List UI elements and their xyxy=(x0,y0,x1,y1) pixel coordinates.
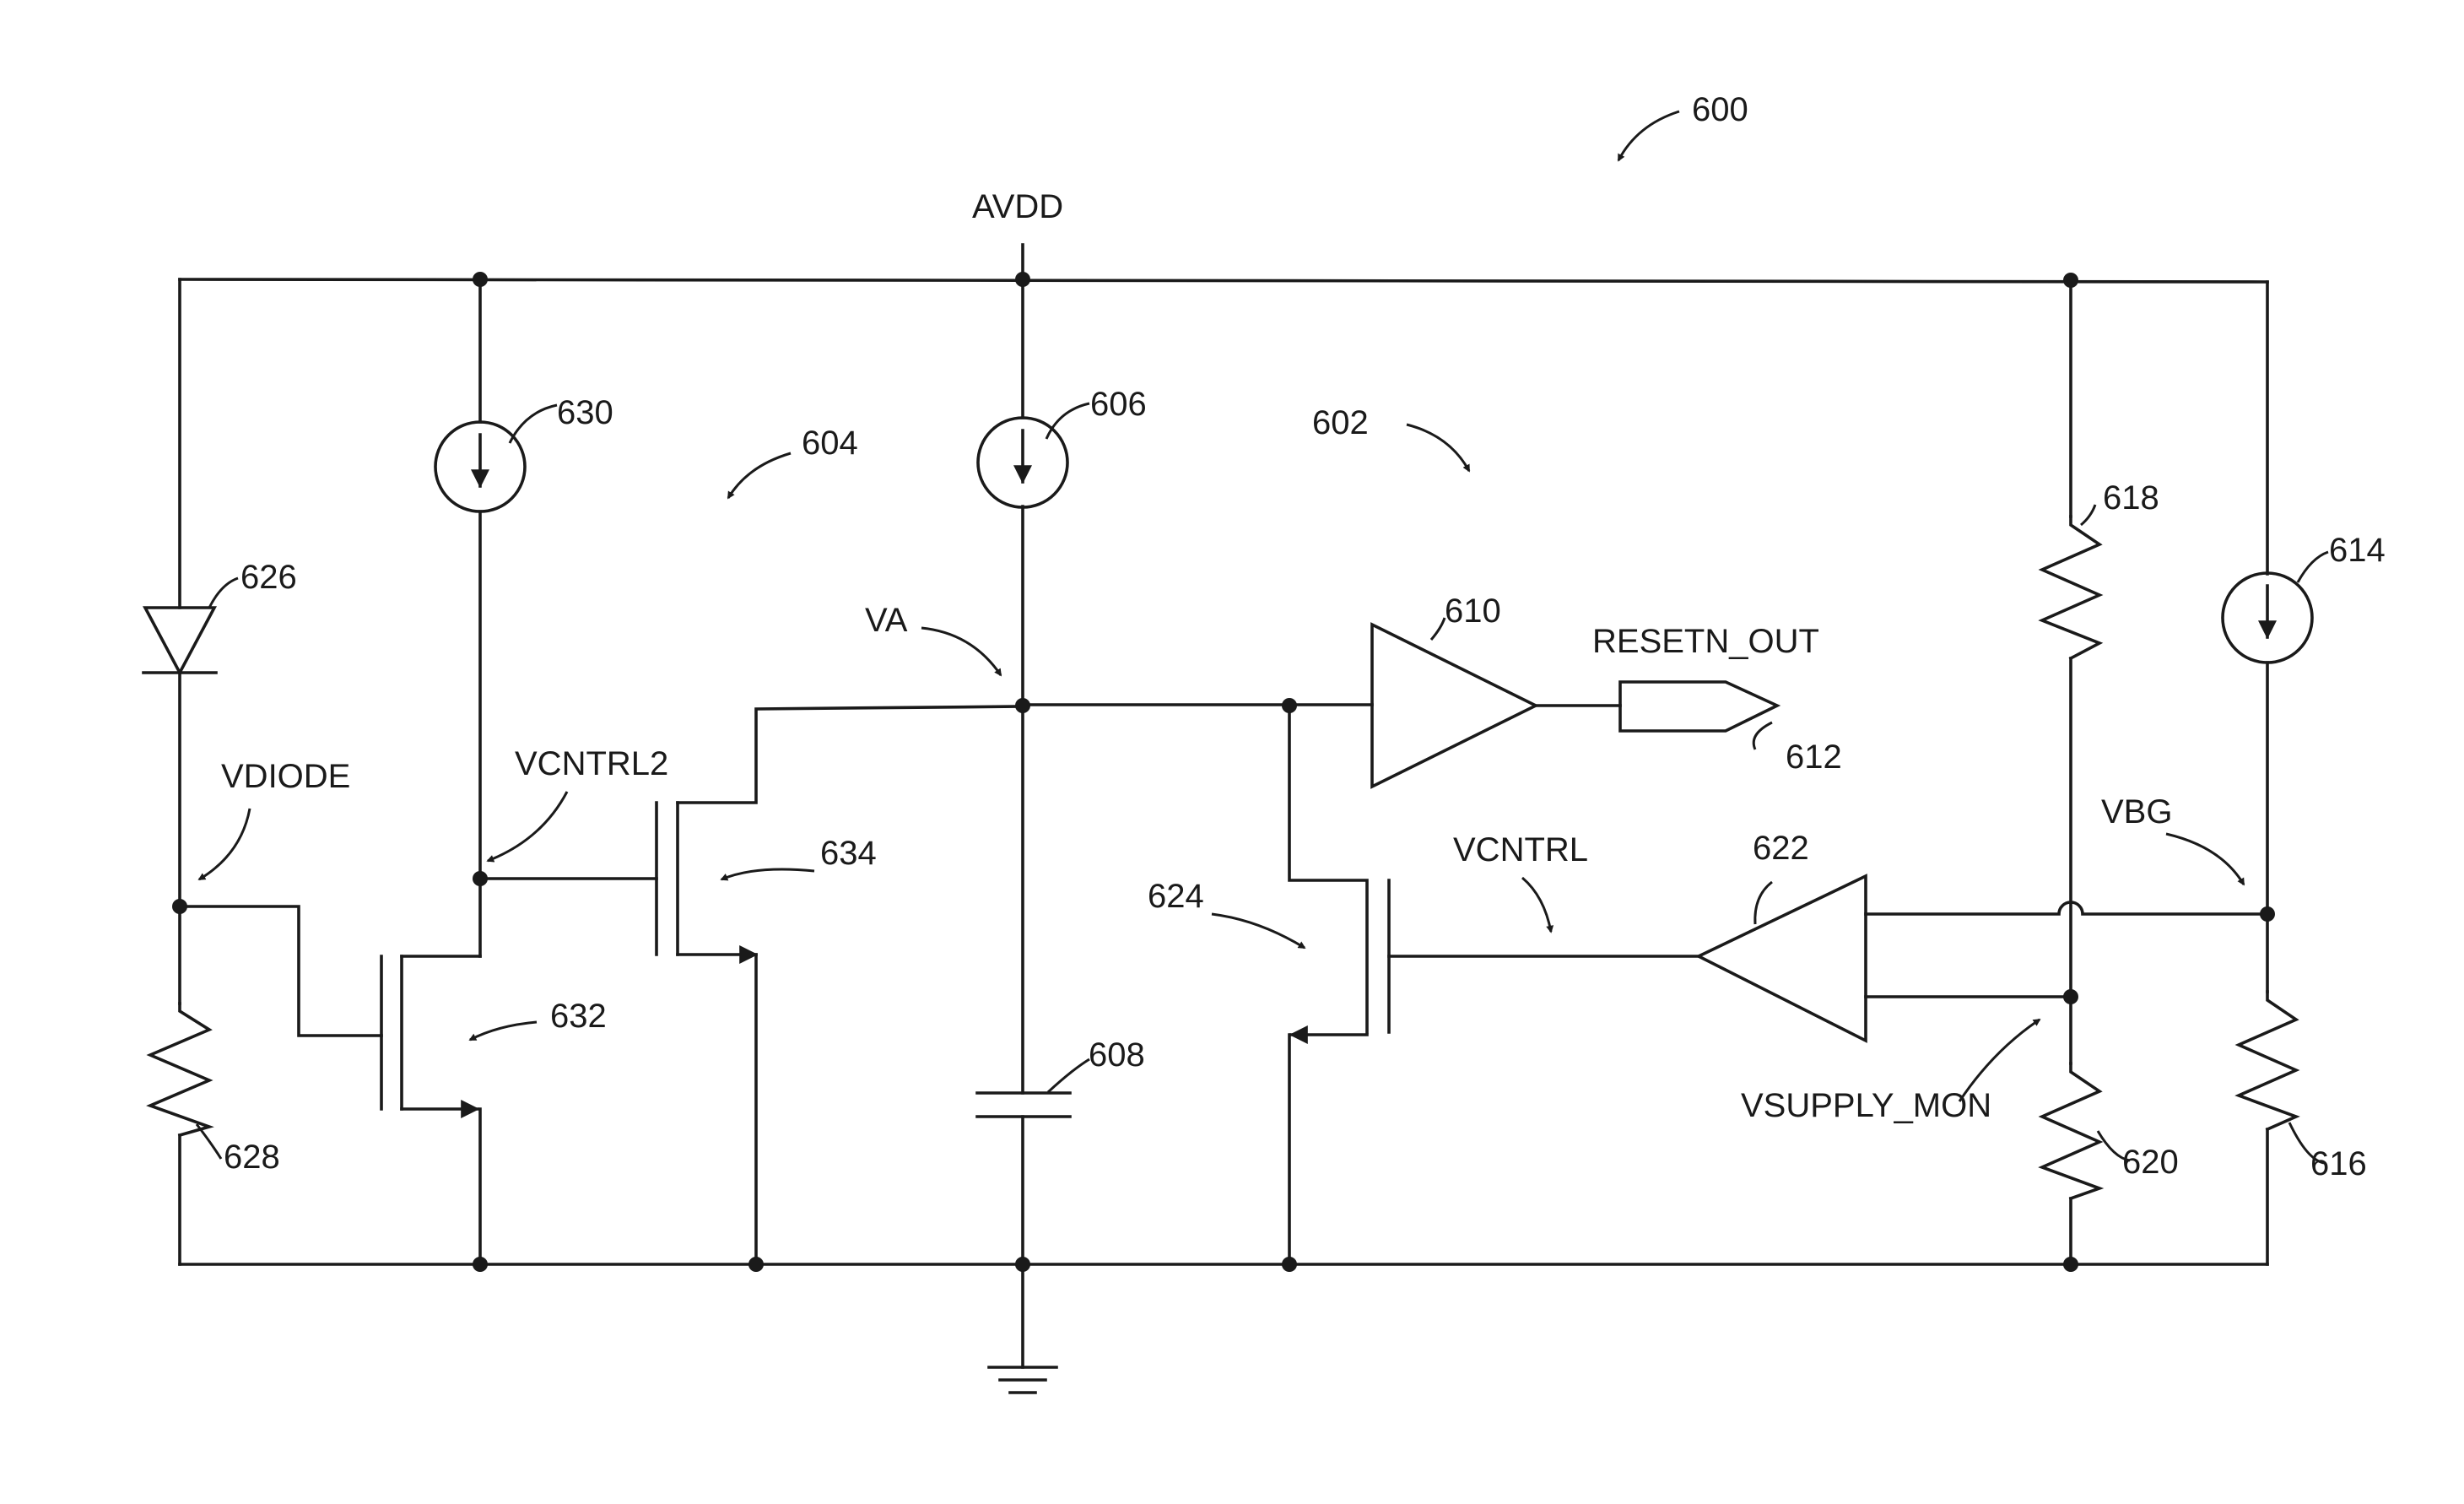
label-616: 616 xyxy=(2310,1145,2367,1182)
label-630: 630 xyxy=(557,394,613,431)
current-source-630 xyxy=(435,422,525,511)
current-source-606 xyxy=(978,418,1067,507)
resistor-628 xyxy=(150,1004,209,1135)
label-610: 610 xyxy=(1445,592,1501,630)
label-614: 614 xyxy=(2329,532,2386,569)
transistor-624 xyxy=(1289,706,1699,1264)
label-vcntrl: VCNTRL xyxy=(1453,831,1588,868)
current-source-614 xyxy=(2223,573,2312,663)
label-620: 620 xyxy=(2122,1144,2179,1181)
label-618: 618 xyxy=(2103,479,2159,517)
label-612: 612 xyxy=(1786,738,1842,776)
label-vdiode: VDIODE xyxy=(221,758,350,795)
label-634: 634 xyxy=(820,835,877,872)
label-624: 624 xyxy=(1148,878,1204,915)
resistor-616 xyxy=(2239,992,2296,1129)
label-602: 602 xyxy=(1312,404,1369,441)
label-632: 632 xyxy=(550,998,607,1035)
output-port-612 xyxy=(1620,682,1777,731)
label-622: 622 xyxy=(1753,830,1809,867)
vdiode-wire xyxy=(180,906,381,1036)
label-resetn-out: RESETN_OUT xyxy=(1592,623,1819,660)
resistor-620 xyxy=(2042,1063,2099,1198)
supply-rail xyxy=(180,245,2267,282)
label-606: 606 xyxy=(1090,386,1147,423)
label-608: 608 xyxy=(1089,1036,1145,1074)
transistor-634 xyxy=(657,706,1023,1264)
ground-symbol xyxy=(989,1367,1056,1393)
label-vcntrl2: VCNTRL2 xyxy=(515,745,668,782)
label-avdd: AVDD xyxy=(972,188,1063,225)
ref-leaders xyxy=(197,403,2328,1163)
labels: 600 AVDD 630 604 606 602 618 614 626 VA … xyxy=(221,91,2386,1182)
label-626: 626 xyxy=(240,559,297,596)
buffer-610 xyxy=(1372,625,1620,787)
label-604: 604 xyxy=(802,425,858,462)
label-va: VA xyxy=(865,602,908,639)
label-vbg: VBG xyxy=(2101,793,2172,830)
diode-626 xyxy=(143,608,216,673)
figure-number: 600 xyxy=(1692,91,1748,128)
leader-arrows xyxy=(199,111,2244,1101)
resistor-618 xyxy=(2042,517,2099,658)
label-628: 628 xyxy=(224,1139,280,1176)
label-vsupply-mon: VSUPPLY_MON xyxy=(1741,1087,1991,1124)
transistor-632 xyxy=(381,956,480,1109)
capacitor-608 xyxy=(977,1093,1070,1117)
comparator-622 xyxy=(1699,876,2267,1041)
